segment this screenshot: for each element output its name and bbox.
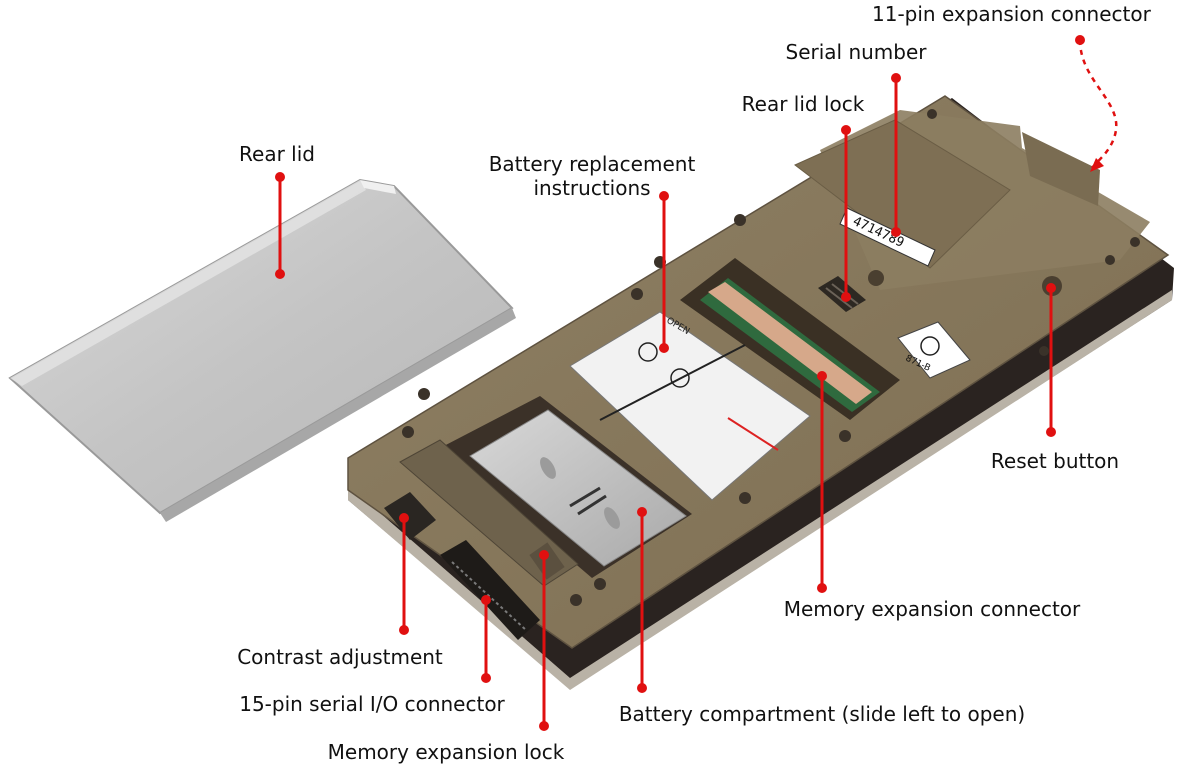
expansion-connector-arrow (1078, 39, 1118, 169)
label-rear-lid-lock: Rear lid lock (741, 92, 865, 116)
label-battery-compartment: Battery compartment (slide left to open) (618, 702, 1026, 726)
rear-lid (8, 178, 516, 522)
label-reset-button: Reset button (990, 449, 1120, 473)
label-memory-expansion-connector: Memory expansion connector (783, 597, 1081, 621)
label-15pin-serial-io-connector: 15-pin serial I/O connector (239, 692, 505, 716)
label-serial-number: Serial number (785, 40, 927, 64)
label-rear-lid: Rear lid (239, 142, 315, 166)
label-contrast-adjustment: Contrast adjustment (237, 645, 443, 669)
label-battery-replacement-instructions: Battery replacement instructions (488, 152, 696, 200)
label-memory-expansion-lock: Memory expansion lock (327, 740, 565, 764)
label-11pin-expansion-connector: 11-pin expansion connector (872, 2, 1151, 26)
calculator-body: 4714789 871-B OPEN (347, 95, 1174, 690)
callouts (275, 35, 1118, 731)
